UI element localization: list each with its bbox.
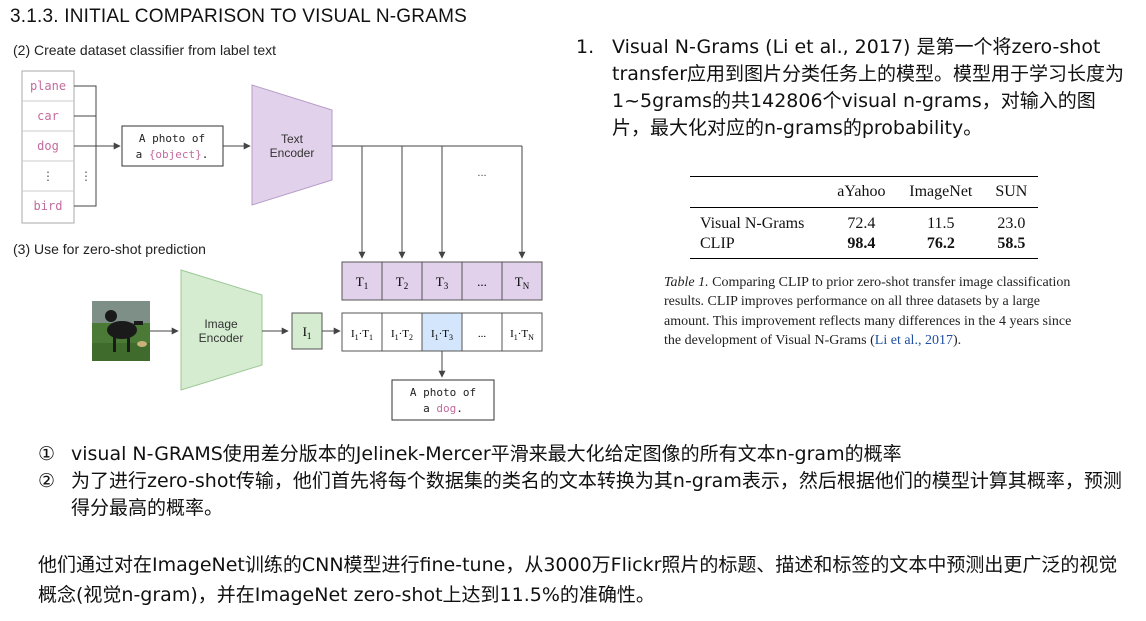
results-table: aYahoo ImageNet SUN Visual N-Grams 72.4 … <box>690 176 1038 259</box>
prompt-line1: A photo of <box>139 132 205 145</box>
slide-title: 3.1.3. INITIAL COMPARISON TO VISUAL N-GR… <box>10 6 467 27</box>
list-item-marker: ① <box>38 443 56 465</box>
list-item: ② 为了进行zero-shot传输，他们首先将每个数据集的类名的文本转换为其n-… <box>38 468 1138 522</box>
label-bracket <box>74 85 97 207</box>
label-plane: plane <box>30 79 66 93</box>
step3-caption: (3) Use for zero-shot prediction <box>13 241 206 257</box>
similarity-row: I1·T1 I1·T2 I1·T3 ... I1·TN <box>341 312 543 352</box>
table-cell: 98.4 <box>847 235 876 252</box>
text-embedding-t3: T3 <box>436 274 449 291</box>
summary-paragraph: 他们通过对在ImageNet训练的CNN模型进行fine-tune，从3000万… <box>38 554 1118 606</box>
label-dog: dog <box>37 139 59 153</box>
table-header-sun: SUN <box>995 183 1028 200</box>
dog-photo <box>92 301 150 361</box>
text-embedding-tn: TN <box>515 274 530 291</box>
table-caption-citation-link[interactable]: Li et al., 2017 <box>874 332 953 348</box>
label-car: car <box>37 109 59 123</box>
text-embedding-ellipsis: ... <box>477 274 487 289</box>
list-item-text: visual N-GRAMS使用差分版本的Jelinek-Mercer平滑来最大… <box>71 443 902 465</box>
table-header-row: aYahoo ImageNet SUN <box>690 176 1038 208</box>
similarity-i1t1: I1·T1 <box>351 328 373 342</box>
table-header-blank <box>690 177 826 208</box>
text-embedding-t1: T1 <box>356 274 368 291</box>
list-item-marker: ② <box>38 470 56 492</box>
text-embedding-row: T1 T2 T3 ... TN <box>341 261 543 301</box>
embedding-ellipsis: ... <box>477 167 486 179</box>
text-encoder <box>251 84 333 206</box>
similarity-i1tn: I1·TN <box>510 328 534 342</box>
label-list-box <box>21 70 75 224</box>
table-caption-text: Comparing CLIP to prior zero-shot transf… <box>664 275 1072 348</box>
list-item: ① visual N-GRAMS使用差分版本的Jelinek-Mercer平滑来… <box>38 441 1138 468</box>
table-cell: 76.2 <box>926 235 955 252</box>
table-cell: 23.0 <box>997 215 1026 232</box>
bracket-dots: ⋮ <box>80 169 92 183</box>
table-cell: 72.4 <box>847 215 876 232</box>
prompt-line2: a {object}. <box>136 148 209 161</box>
table-row: CLIP 98.4 76.2 58.5 <box>690 234 1038 259</box>
table-caption-end: ). <box>952 332 962 348</box>
output-line2: a dog. <box>423 402 463 415</box>
table-row-name: Visual N-Grams <box>700 215 805 232</box>
point-number: 1. <box>576 36 595 58</box>
image-embedding-label: I1 <box>303 324 312 341</box>
text-encoder-line2: Encoder <box>270 146 315 160</box>
label-ellipsis: ⋮ <box>42 169 54 183</box>
output-line1: A photo of <box>410 386 476 399</box>
clip-figure-svg: (2) Create dataset classifier from label… <box>13 42 543 421</box>
step2-caption: (2) Create dataset classifier from label… <box>13 42 276 58</box>
output-box <box>391 379 495 421</box>
text-encoder-line1: Text <box>281 132 304 146</box>
table-row: Visual N-Grams 72.4 11.5 23.0 <box>690 208 1038 235</box>
table-caption: Table 1. Comparing CLIP to prior zero-sh… <box>664 273 1074 350</box>
point-text: Visual N-Grams (Li et al., 2017) 是第一个将ze… <box>612 36 1125 139</box>
list-item-text: 为了进行zero-shot传输，他们首先将每个数据集的类名的文本转换为其n-gr… <box>71 470 1122 519</box>
image-encoder-line2: Encoder <box>199 331 244 345</box>
table-cell: 58.5 <box>997 235 1026 252</box>
clip-figure: (2) Create dataset classifier from label… <box>10 38 570 428</box>
similarity-i1t3: I1·T3 <box>431 328 453 342</box>
table-cell: 11.5 <box>927 215 955 232</box>
similarity-ellipsis: ... <box>478 328 487 340</box>
table-caption-label: Table 1. <box>664 275 709 290</box>
label-bird: bird <box>34 199 63 213</box>
image-embedding <box>291 312 323 350</box>
circled-list: ① visual N-GRAMS使用差分版本的Jelinek-Mercer平滑来… <box>38 441 1138 522</box>
table-header-ayahoo: aYahoo <box>837 183 886 200</box>
table-header-imagenet: ImageNet <box>909 183 973 200</box>
prompt-box <box>121 125 224 167</box>
table-row-name: CLIP <box>700 235 735 252</box>
similarity-i1t2: I1·T2 <box>391 328 413 342</box>
image-encoder-line1: Image <box>204 317 238 331</box>
text-embedding-t2: T2 <box>396 274 408 291</box>
image-encoder <box>180 269 263 391</box>
